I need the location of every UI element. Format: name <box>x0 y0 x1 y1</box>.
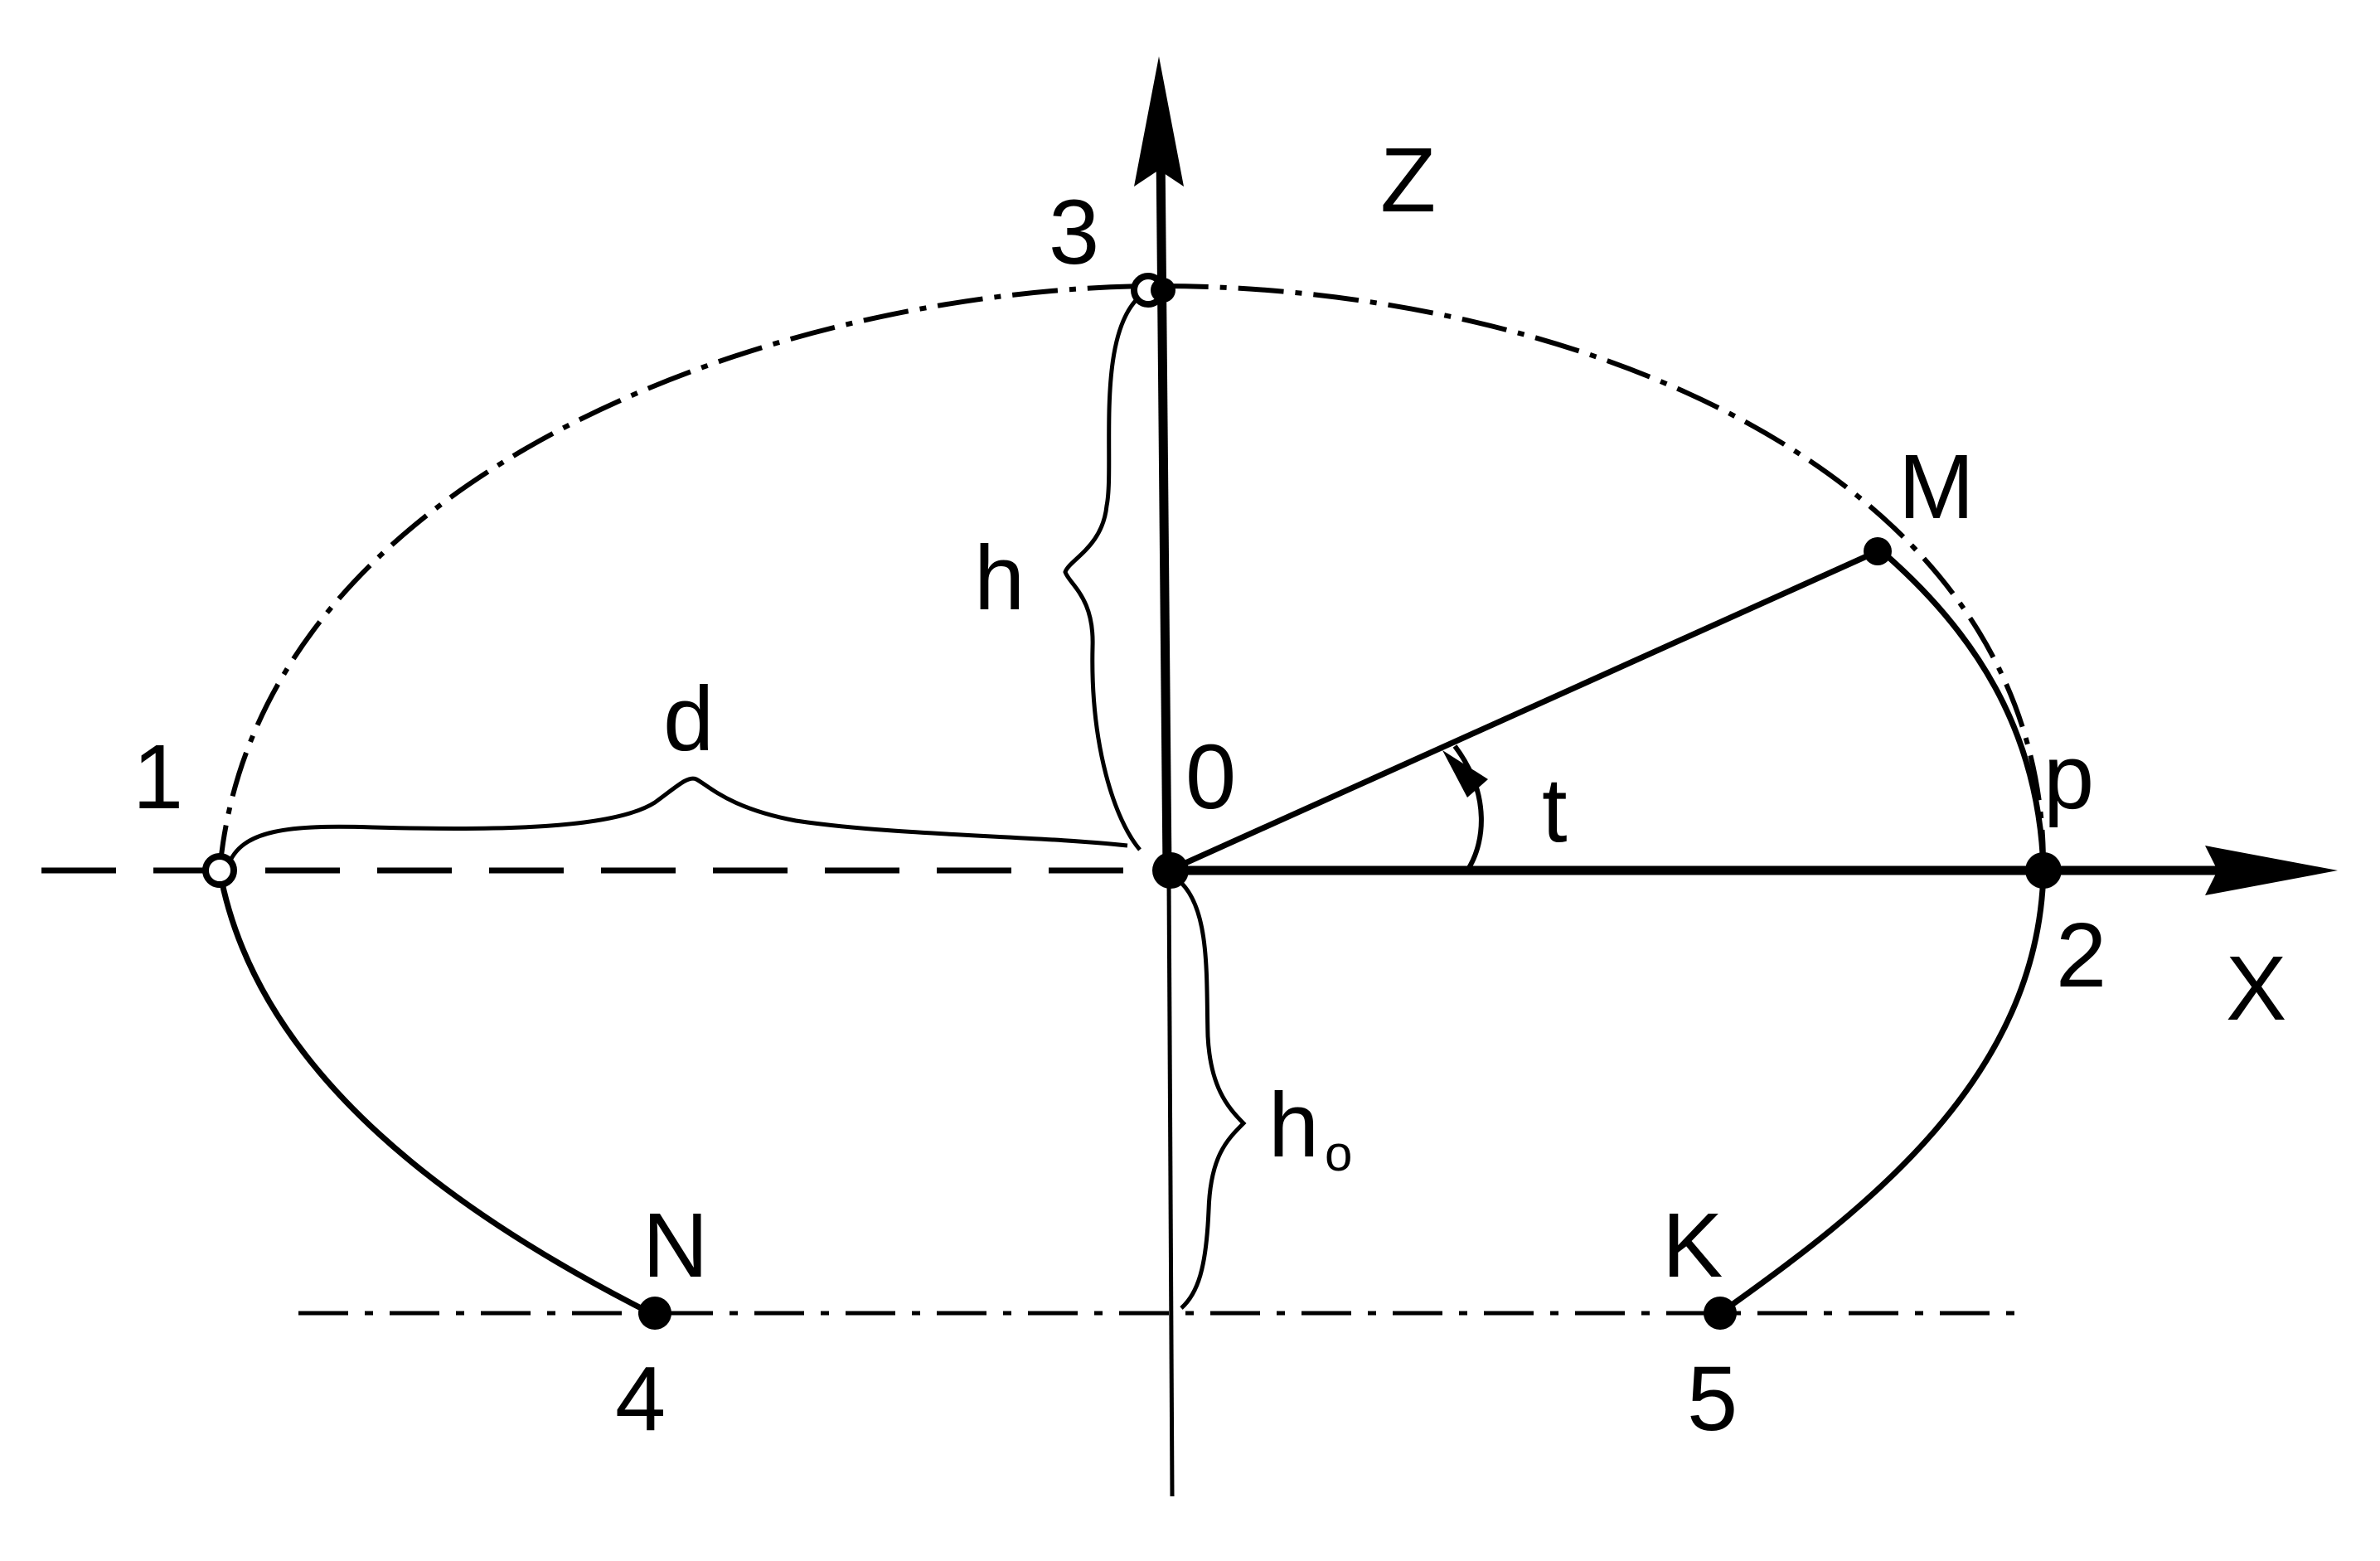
brace-d <box>225 776 1128 867</box>
point-m-marker <box>1864 537 1892 565</box>
label-height-h: h <box>974 527 1025 629</box>
label-lower-height-subscript: o <box>1325 1126 1352 1181</box>
label-point-n: N <box>642 1195 708 1297</box>
point-5-marker <box>1704 1297 1737 1330</box>
label-point-2: 2 <box>2056 904 2106 1006</box>
z-axis-arrowhead <box>1134 56 1184 187</box>
label-angle-t: t <box>1542 759 1568 861</box>
label-point-4: 4 <box>615 1348 666 1450</box>
brace-h0 <box>1180 881 1247 1310</box>
label-point-m: M <box>1898 436 1975 538</box>
label-point-1: 1 <box>133 726 183 828</box>
label-point-p: p <box>2043 726 2094 828</box>
point-2-marker <box>2025 852 2062 889</box>
z-axis-lower <box>1166 878 1175 1497</box>
angle-arc <box>1452 744 1484 872</box>
radius-line <box>1167 548 1879 874</box>
label-point-k: K <box>1662 1195 1723 1297</box>
x-axis-label: X <box>2226 938 2286 1040</box>
lower-arc-right <box>1718 870 2047 1316</box>
label-distance-d: d <box>663 668 714 770</box>
upper-arc <box>217 283 2047 871</box>
label-origin: 0 <box>1185 726 1236 828</box>
arc-segment-m-p <box>1879 549 2047 871</box>
label-point-5: 5 <box>1687 1348 1738 1450</box>
lower-arc-left <box>216 870 652 1316</box>
label-point-3: 3 <box>1049 182 1099 284</box>
label-lower-height: h <box>1268 1074 1319 1176</box>
origin-marker <box>1152 852 1189 889</box>
point-1-marker <box>202 853 237 888</box>
x-axis-arrowhead <box>2205 846 2338 895</box>
z-axis <box>1156 148 1172 871</box>
z-axis-label: Z <box>1380 129 1436 231</box>
angle-arrowhead <box>1442 750 1488 797</box>
brace-h <box>1063 293 1144 851</box>
point-4-marker <box>638 1297 671 1330</box>
point-3-dot <box>1151 278 1175 303</box>
